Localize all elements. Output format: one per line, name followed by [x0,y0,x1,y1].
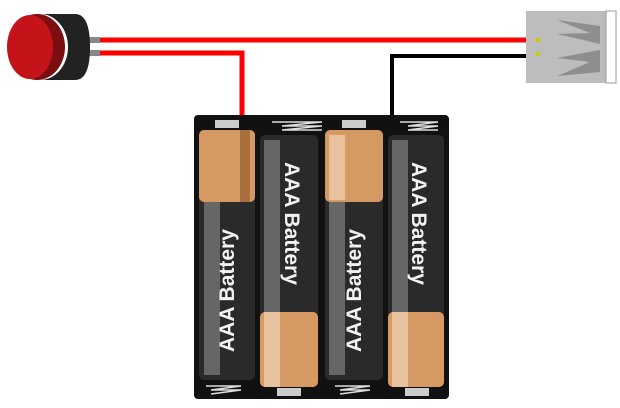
wire-red-button-to-battery [98,50,245,118]
battery-4: AAA Battery [388,135,444,387]
battery-label: AAA Battery [280,162,303,285]
battery-holder [194,115,449,399]
battery-label: AAA Battery [343,229,366,352]
battery-2: AAA Battery [260,135,318,387]
push-button[interactable] [7,14,100,80]
battery-1: AAA Battery [199,130,255,380]
usb-port[interactable] [526,10,617,84]
battery-3: AAA Battery [325,130,383,380]
battery-label: AAA Battery [216,229,239,352]
wire-black-battery-to-usb [390,54,526,118]
battery-label: AAA Battery [407,162,430,285]
